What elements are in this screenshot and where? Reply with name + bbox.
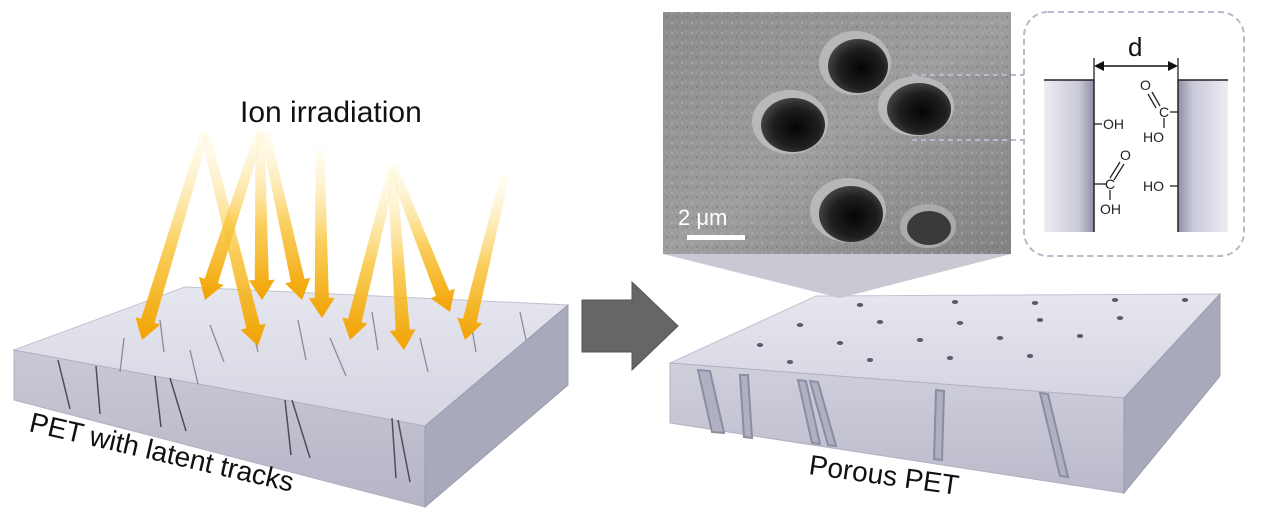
ion-irradiation-label: Ion irradiation (240, 96, 422, 129)
left-group-oh-top: OH (1103, 116, 1124, 132)
surface-pore (836, 341, 844, 345)
magnification-cone (663, 254, 1011, 298)
surface-pore (1076, 334, 1084, 338)
pore-wall-left (1044, 80, 1094, 232)
surface-pore (1031, 301, 1039, 305)
surface-pore (786, 360, 794, 364)
sem-image-inset: 2 μm (663, 12, 1011, 298)
pore-diameter-label: d (1128, 32, 1142, 62)
surface-pore (996, 336, 1004, 340)
left-group-c: C (1105, 176, 1115, 192)
ion-beam-arrow (248, 131, 275, 300)
pore-channels-front (696, 368, 1070, 479)
process-arrow (581, 280, 679, 372)
scale-bar-label: 2 μm (678, 205, 727, 230)
surface-pore (946, 356, 954, 360)
ion-beam-arrow (135, 130, 210, 340)
ion-beam-arrow (457, 173, 510, 340)
right-group-o: O (1140, 77, 1151, 93)
ion-beams (135, 130, 510, 350)
ion-beam-arrow (342, 168, 397, 340)
surface-pore (1036, 318, 1044, 322)
chemistry-inset: d OH O C OH O C HO HO (1023, 11, 1245, 257)
surface-pore (916, 338, 924, 342)
left-membrane-side (424, 303, 569, 509)
left-group-o: O (1120, 147, 1131, 163)
left-group-oh-bottom: OH (1100, 201, 1121, 217)
surface-pore (1111, 298, 1119, 302)
ion-beam-arrow (200, 130, 266, 346)
surface-pore (866, 358, 874, 362)
surface-pore (756, 343, 764, 347)
ion-beam-arrow (308, 147, 335, 318)
pore-wall-right (1178, 80, 1228, 232)
surface-pore (876, 320, 884, 324)
latent-tracks-front (57, 359, 411, 483)
right-membrane-side (1123, 292, 1221, 495)
right-group-ho-bottom: HO (1143, 178, 1164, 194)
ion-beam-arrow (387, 169, 416, 350)
ion-beam-arrow (198, 130, 265, 300)
right-wall-groups (1147, 91, 1178, 187)
left-wall-groups (1094, 123, 1125, 200)
scale-bar (687, 235, 745, 240)
right-group-c: C (1159, 104, 1169, 120)
sem-pores (752, 31, 956, 248)
right-membrane (668, 292, 1222, 495)
surface-pore (856, 303, 864, 307)
surface-pore (956, 321, 964, 325)
surface-pore (1181, 298, 1189, 302)
ion-beam-arrow (260, 131, 311, 300)
ion-beam-arrow (387, 163, 455, 312)
right-group-ho-top: HO (1143, 129, 1164, 145)
surface-pore (1116, 316, 1124, 320)
surface-pore (951, 300, 959, 304)
surface-pore (1026, 354, 1034, 358)
inset-connectors (912, 74, 1030, 141)
surface-pore (796, 323, 804, 327)
